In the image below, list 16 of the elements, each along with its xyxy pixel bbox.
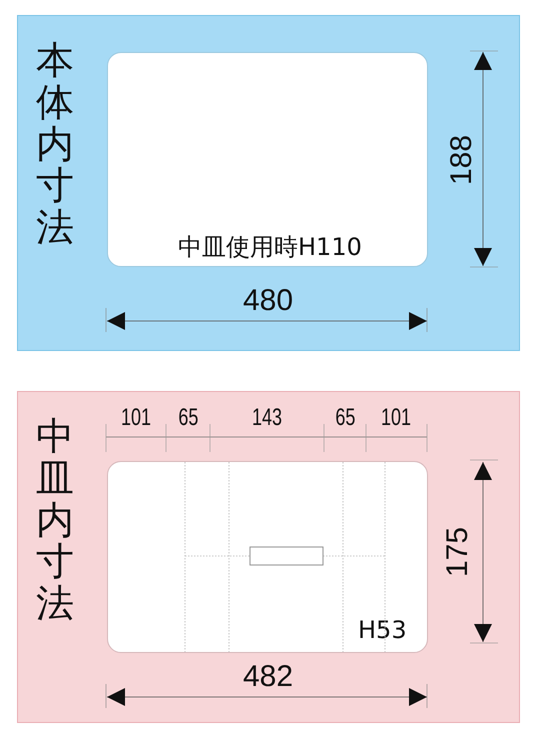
- dimension-value: 65: [334, 406, 355, 430]
- dimension-value: 65: [178, 406, 198, 430]
- panel-background: [17, 15, 520, 351]
- vertical-title: 本体内寸法: [36, 40, 74, 249]
- panel-background: [17, 391, 520, 723]
- note-text: 中皿使用時H110: [178, 232, 362, 263]
- note-text: H53: [358, 616, 407, 644]
- dimension-value: 175: [443, 526, 474, 578]
- vertical-title: 中皿内寸法: [36, 416, 74, 625]
- dimension-value: 143: [252, 406, 282, 430]
- compartment-outline: [107, 52, 428, 267]
- dimension-value: 101: [381, 406, 412, 430]
- dimension-value: 188: [447, 134, 478, 186]
- dimension-value: 101: [121, 406, 152, 430]
- dimension-value: 482: [243, 662, 294, 692]
- dimension-value: 480: [243, 286, 294, 316]
